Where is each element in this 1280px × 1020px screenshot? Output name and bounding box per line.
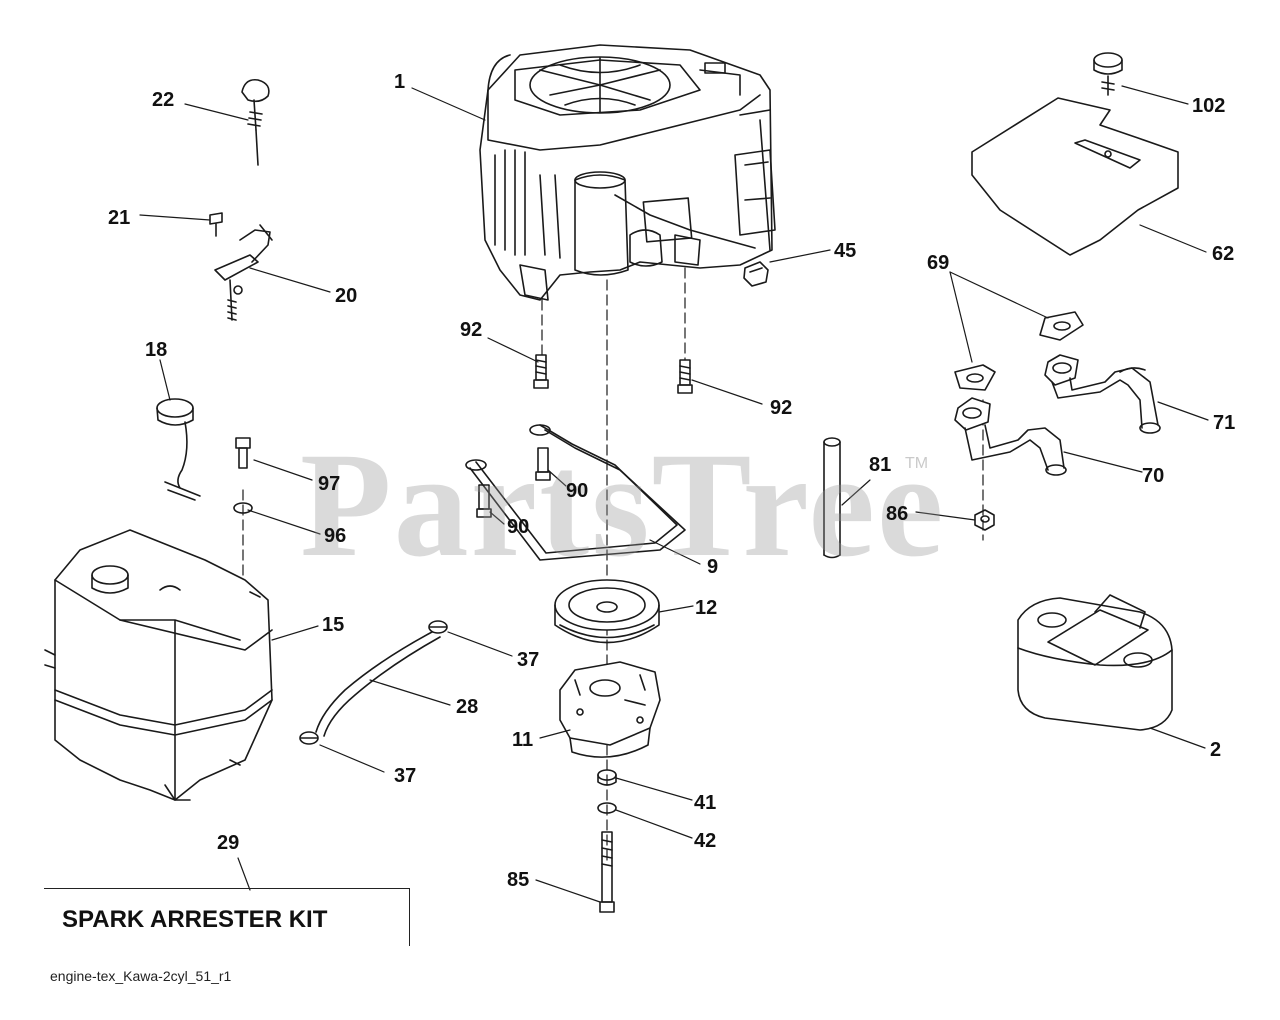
callout-18: 18 bbox=[145, 339, 168, 361]
callout-90-lower: 90 bbox=[507, 516, 530, 538]
clutch-part-11 bbox=[559, 661, 661, 758]
pulley-part-12 bbox=[554, 579, 660, 644]
callout-45: 45 bbox=[834, 240, 857, 262]
callout-86: 86 bbox=[886, 503, 909, 525]
muffler-part-2 bbox=[1017, 594, 1173, 731]
engine-part-1 bbox=[479, 44, 776, 301]
callout-90-upper: 90 bbox=[566, 480, 589, 502]
bolt-part-90-upper bbox=[535, 447, 551, 481]
callout-62: 62 bbox=[1212, 243, 1235, 265]
leader-lines bbox=[139, 85, 1209, 903]
callout-69: 69 bbox=[927, 252, 950, 274]
knob-part-22 bbox=[241, 78, 270, 166]
bolt-part-92-right bbox=[677, 359, 693, 394]
callout-15: 15 bbox=[322, 614, 345, 636]
washer-part-96 bbox=[233, 502, 253, 514]
callout-42: 42 bbox=[694, 830, 717, 852]
callout-9: 9 bbox=[707, 556, 719, 578]
spark-arrester-kit-box bbox=[44, 888, 410, 946]
tube-part-81 bbox=[823, 437, 841, 559]
callout-71: 71 bbox=[1213, 412, 1236, 434]
trademark-mark: TM bbox=[905, 455, 929, 472]
callout-102: 102 bbox=[1192, 95, 1226, 117]
callout-37-lower: 37 bbox=[394, 765, 417, 787]
bolt-part-85 bbox=[599, 831, 615, 913]
bolt-part-92-left bbox=[533, 354, 549, 389]
callout-70: 70 bbox=[1142, 465, 1165, 487]
callout-96: 96 bbox=[324, 525, 347, 547]
screw-part-21 bbox=[209, 212, 223, 237]
gasket-part-69 bbox=[954, 311, 1084, 391]
throttle-part-20 bbox=[214, 224, 273, 321]
callout-22: 22 bbox=[152, 89, 175, 111]
exhaust-pipe-part-71 bbox=[1044, 354, 1161, 434]
callout-41: 41 bbox=[694, 792, 717, 814]
diagram-file-name: engine-tex_Kawa-2cyl_51_r1 bbox=[50, 968, 232, 984]
callout-12: 12 bbox=[695, 597, 718, 619]
fuel-cap-part-18 bbox=[156, 398, 201, 501]
callout-1: 1 bbox=[394, 71, 406, 93]
fastener-part-102 bbox=[1093, 52, 1123, 96]
fuel-tank-part-15 bbox=[44, 529, 273, 801]
heat-shield-part-62 bbox=[971, 97, 1179, 256]
callout-92-right: 92 bbox=[770, 397, 793, 419]
partstree-watermark: PartsTree bbox=[300, 422, 946, 588]
callout-21: 21 bbox=[108, 207, 131, 229]
washer-part-42 bbox=[597, 802, 617, 814]
callout-28: 28 bbox=[456, 696, 479, 718]
clamp-part-37-lower bbox=[299, 731, 319, 745]
nut-part-86 bbox=[974, 509, 995, 531]
spark-arrester-kit-label: SPARK ARRESTER KIT bbox=[62, 906, 328, 933]
fuel-line-part-28 bbox=[315, 631, 441, 737]
cap-part-45 bbox=[743, 261, 769, 287]
callout-37-upper: 37 bbox=[517, 649, 540, 671]
callout-81: 81 bbox=[869, 454, 892, 476]
callout-85: 85 bbox=[507, 869, 530, 891]
callout-97: 97 bbox=[318, 473, 341, 495]
callout-92-left: 92 bbox=[460, 319, 483, 341]
callout-29: 29 bbox=[217, 832, 240, 854]
screw-part-97 bbox=[235, 437, 251, 469]
bracket-part-9 bbox=[465, 424, 686, 561]
spacer-part-41-side bbox=[597, 774, 617, 786]
callout-2: 2 bbox=[1210, 739, 1222, 761]
exhaust-pipe-part-70 bbox=[954, 397, 1067, 476]
callout-11: 11 bbox=[512, 729, 534, 751]
callout-20: 20 bbox=[335, 285, 358, 307]
clamp-part-37-upper bbox=[428, 620, 448, 634]
